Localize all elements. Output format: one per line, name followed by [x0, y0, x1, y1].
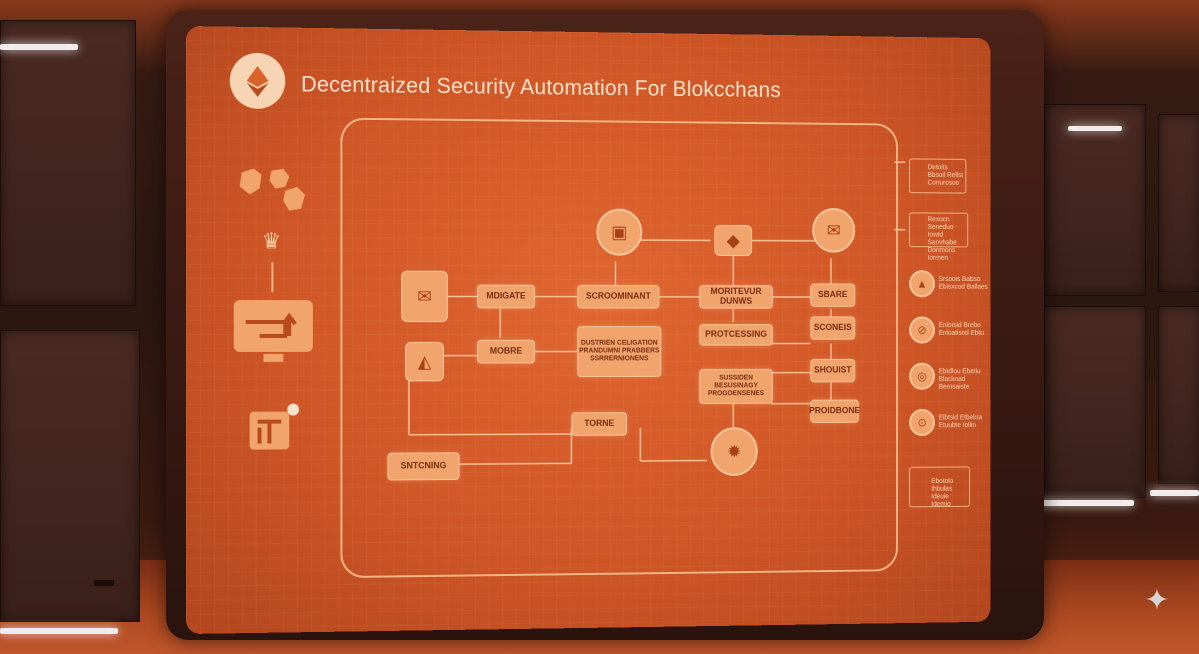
wall-panel-left-bottom — [0, 330, 140, 622]
node-monitor: MORITEVUR DUNWS — [699, 285, 773, 308]
right-item-text: Srsoois Babso Ebisxcod Ballaes — [939, 276, 991, 292]
light-bar — [1068, 126, 1122, 131]
light-bar — [1150, 490, 1199, 496]
node-sbare: SBARE — [810, 283, 855, 306]
node-scroominant: SCROOMINANT — [577, 285, 659, 309]
right-item-text: Ebotolo Ihbulas Ideuie Idemio — [931, 478, 968, 509]
node-prodbone: PROIDBONE — [810, 400, 859, 423]
node-scones: SCONEIS — [810, 316, 855, 339]
document-icon: ▣ — [596, 209, 642, 256]
node-description: DUSTRIEN CELIGATION PRANDUMNI PRABBERS S… — [577, 326, 661, 377]
light-bar — [1038, 500, 1134, 506]
sparkle-icon: ✦ — [1140, 584, 1174, 618]
wall-panel-right-4 — [1158, 306, 1199, 484]
wall-panel-left-top — [0, 20, 136, 306]
right-item-text: Elbtsid Etbekra Etuubte Iollin — [939, 414, 985, 430]
alert-box-icon: ◆ — [714, 225, 752, 256]
mail-circle-icon: ✉ — [812, 208, 855, 253]
wall-panel-right-1 — [1044, 104, 1146, 296]
lock-icon: ⊙ — [909, 409, 935, 436]
node-protsing: PROTCESSING — [699, 324, 773, 345]
node-mobre: MOBRE — [477, 340, 535, 364]
right-item-text: Rexocn Seneduo Iowtd Sanvhabe Donmons Io… — [928, 216, 969, 263]
light-bar — [0, 44, 78, 50]
light-bar — [0, 628, 118, 634]
target-icon: ◎ — [909, 363, 935, 390]
node-sntcning: SNTCNING — [387, 452, 459, 480]
wall-panel-right-2 — [1044, 306, 1146, 498]
display-screen: Decentraized Security Automation For Blo… — [186, 26, 990, 634]
gear-icon: ✹ — [711, 427, 758, 476]
node-shouist: SHOUIST — [810, 359, 855, 382]
node-torne: TORNE — [571, 412, 626, 436]
block-icon: ⊘ — [909, 317, 935, 344]
right-item-text: Detoits Bbsoil Rellst Conurosoo — [928, 164, 965, 188]
right-item-text: Ebtdlou Ebetiu Blacknad Bernsaiste — [939, 368, 985, 391]
vent — [94, 580, 114, 586]
wall-panel-right-3 — [1158, 114, 1199, 292]
chart-icon: ◭ — [405, 342, 444, 382]
email-check-icon: ✉ — [401, 271, 448, 322]
warning-icon: ▲ — [909, 270, 935, 297]
node-subcover: SUSSIDEN BESUSINAGY PROGOENSENES — [699, 369, 773, 404]
right-item-text: Enlotsid Brebo Enloatisod Ebtu — [939, 322, 985, 337]
node-mdigate: MDIGATE — [477, 285, 535, 309]
